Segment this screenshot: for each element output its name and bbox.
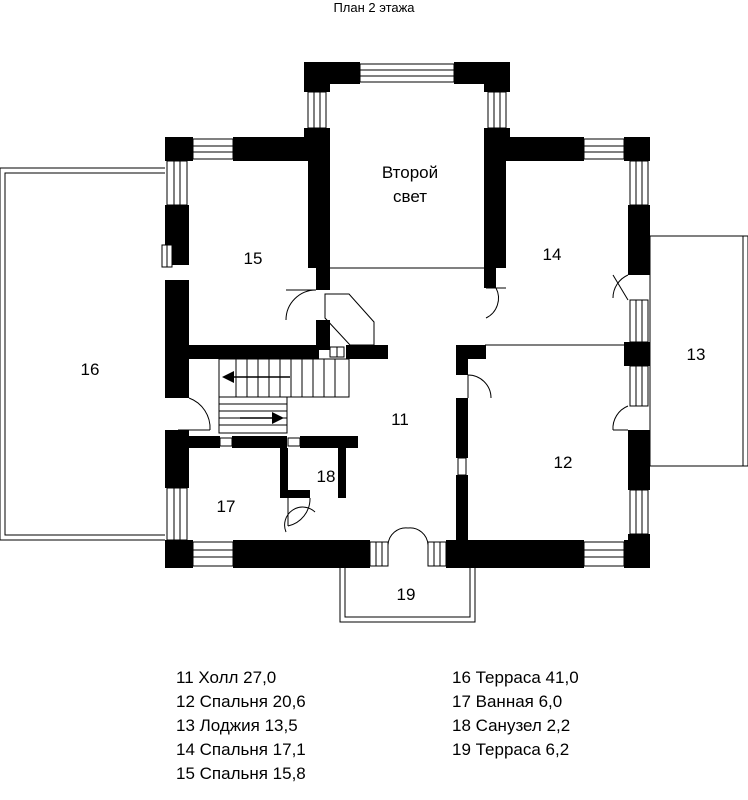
- plan-title: План 2 этажа: [333, 0, 415, 15]
- second-light-label-line2: свет: [393, 187, 427, 206]
- doors: [178, 274, 629, 546]
- second-light-label-line1: Второй: [382, 163, 438, 182]
- windows: [161, 63, 649, 567]
- legend-item: 12 Спальня 20,6: [176, 692, 306, 711]
- legend-right-column: 16 Терраса 41,0 17 Ванная 6,0 18 Санузел…: [452, 666, 579, 762]
- room-label-19: 19: [397, 585, 416, 604]
- legend-item: 15 Спальня 15,8: [176, 764, 306, 783]
- room-label-15: 15: [244, 249, 263, 268]
- walls: [165, 62, 650, 568]
- room-label-11: 11: [391, 410, 409, 429]
- room-label-18: 18: [317, 467, 336, 486]
- legend-item: 16 Терраса 41,0: [452, 668, 579, 687]
- legend-item: 14 Спальня 17,1: [176, 740, 306, 759]
- legend-item: 18 Санузел 2,2: [452, 716, 571, 735]
- room-label-16: 16: [81, 360, 100, 379]
- room-label-12: 12: [554, 453, 573, 472]
- terrace-16-outline: [0, 167, 165, 541]
- staircase: [218, 358, 350, 434]
- room-label-14: 14: [543, 245, 562, 264]
- legend-left-column: 11 Холл 27,0 12 Спальня 20,6 13 Лоджия 1…: [176, 666, 306, 786]
- terrace-19-outline: [339, 565, 476, 623]
- room-label-17: 17: [217, 497, 236, 516]
- legend-item: 11 Холл 27,0: [176, 668, 277, 687]
- legend-item: 17 Ванная 6,0: [452, 692, 563, 711]
- room-label-13: 13: [687, 345, 706, 364]
- legend-item: 13 Лоджия 13,5: [176, 716, 298, 735]
- stair-arrows: [222, 371, 290, 424]
- terrace-16-inner: [4, 172, 165, 536]
- legend-item: 19 Терраса 6,2: [452, 740, 570, 759]
